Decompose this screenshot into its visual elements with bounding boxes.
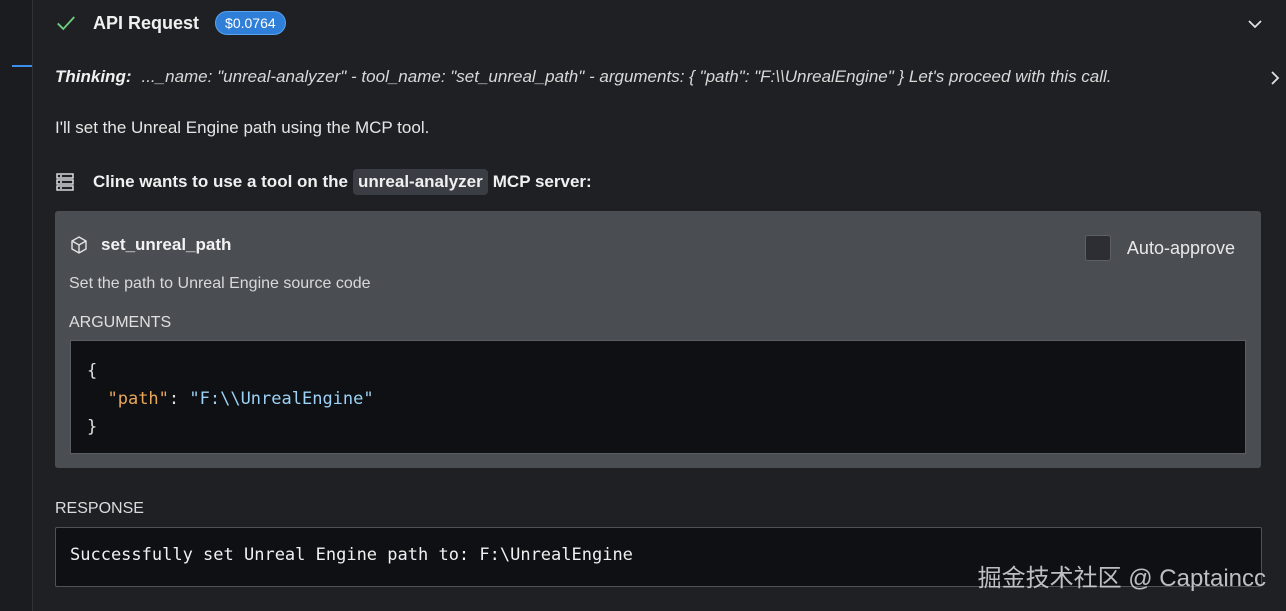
response-box: Successfully set Unreal Engine path to: … bbox=[55, 527, 1262, 587]
thinking-label: Thinking: bbox=[55, 67, 132, 86]
json-separator: : bbox=[168, 389, 190, 409]
mcp-request-prefix: Cline wants to use a tool on the bbox=[93, 172, 349, 191]
cube-icon bbox=[71, 236, 87, 254]
thinking-text: ..._name: "unreal-analyzer" - tool_name:… bbox=[141, 67, 1112, 86]
chat-panel: API Request $0.0764 Thinking: ..._name: "… bbox=[33, 0, 1286, 611]
json-key: "path" bbox=[107, 389, 169, 409]
mcp-request-heading: Cline wants to use a tool on the unreal-… bbox=[55, 166, 592, 198]
auto-approve-label: Auto-approve bbox=[1126, 237, 1235, 258]
tool-name: set_unreal_path bbox=[101, 235, 232, 254]
tool-header: set_unreal_path bbox=[69, 235, 231, 255]
json-value: "F:\\UnrealEngine" bbox=[189, 389, 374, 409]
watermark: 掘金技术社区 @ Captaincc bbox=[977, 565, 1266, 592]
tool-card: set_unreal_path Auto-approve Set the pat… bbox=[55, 211, 1261, 468]
arguments-label: ARGUMENTS bbox=[69, 314, 172, 331]
tool-description: Set the path to Unreal Engine source cod… bbox=[69, 275, 371, 292]
chevron-down-icon[interactable] bbox=[1245, 14, 1265, 34]
arguments-code-block: { "path": "F:\\UnrealEngine" } bbox=[70, 340, 1246, 454]
api-request-header[interactable]: API Request $0.0764 bbox=[55, 8, 1265, 38]
check-icon bbox=[57, 16, 75, 31]
assistant-message: I'll set the Unreal Engine path using th… bbox=[55, 118, 430, 137]
json-line: "path": "F:\\UnrealEngine" bbox=[87, 385, 1245, 413]
chevron-right-icon[interactable] bbox=[1266, 68, 1284, 88]
gutter-marker bbox=[12, 65, 32, 67]
left-gutter bbox=[0, 0, 33, 611]
cost-badge: $0.0764 bbox=[215, 11, 286, 35]
mcp-server-name: unreal-analyzer bbox=[353, 169, 488, 195]
auto-approve-checkbox[interactable] bbox=[1084, 235, 1111, 261]
mcp-request-suffix: MCP server: bbox=[492, 172, 592, 191]
json-close-brace: } bbox=[87, 417, 98, 437]
thinking-summary[interactable]: Thinking: ..._name: "unreal-analyzer" - t… bbox=[55, 67, 1265, 87]
json-open-brace: { bbox=[87, 361, 98, 381]
auto-approve-toggle[interactable]: Auto-approve bbox=[1084, 235, 1235, 261]
response-label: RESPONSE bbox=[55, 500, 144, 517]
api-request-title: API Request bbox=[93, 12, 200, 33]
server-icon bbox=[56, 173, 74, 191]
